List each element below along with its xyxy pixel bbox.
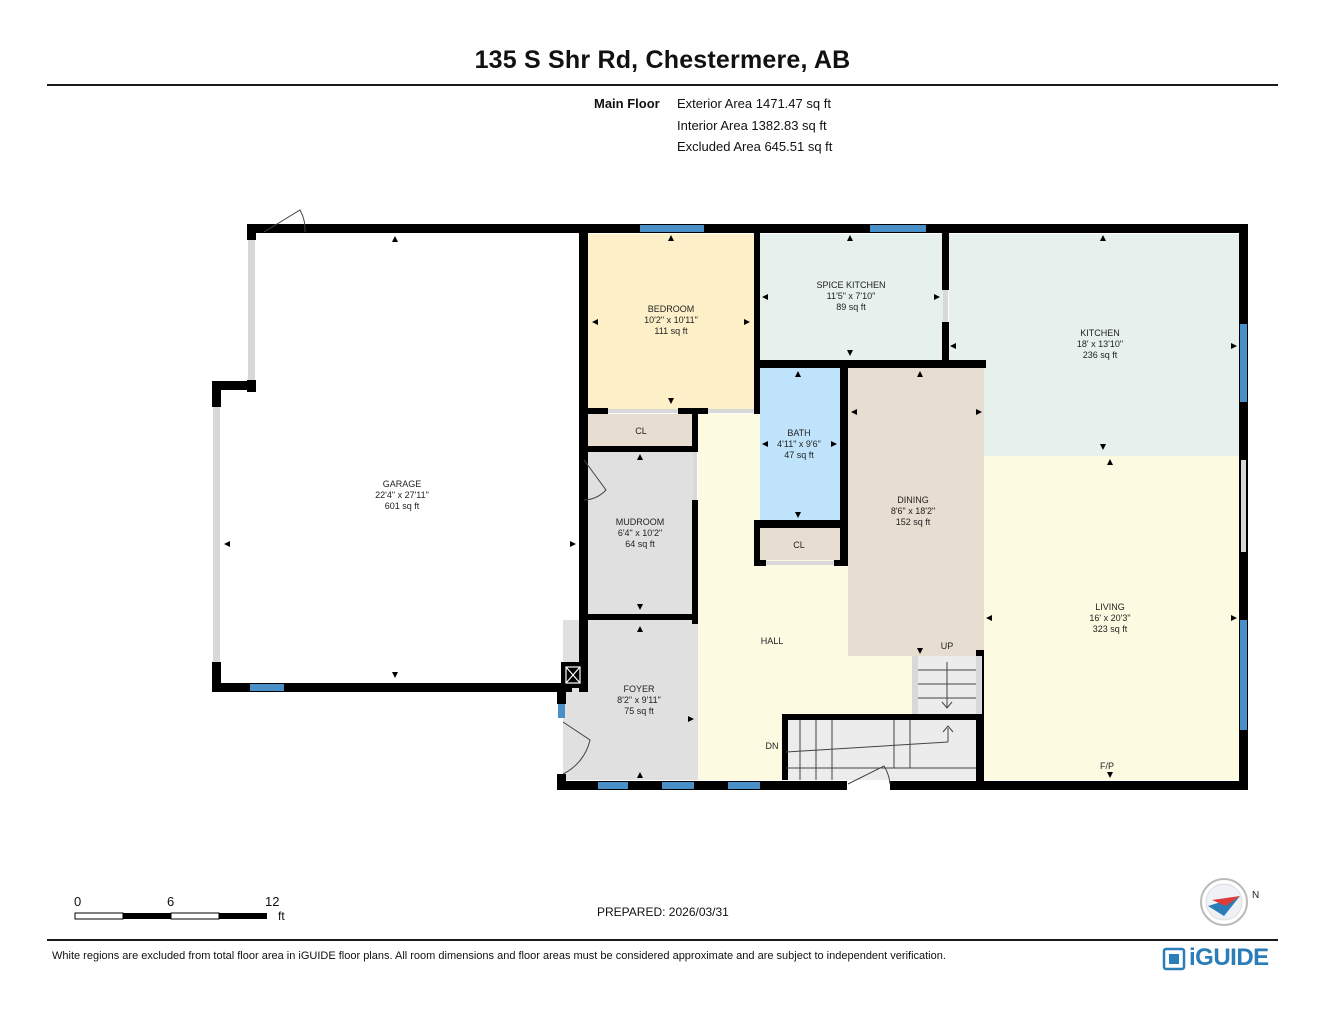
scale-bar (74, 912, 267, 920)
header-divider (47, 84, 1278, 86)
iguide-logo-icon (1162, 947, 1186, 971)
mudroom-area: 64 sq ft (625, 539, 655, 549)
footer-divider (47, 939, 1278, 941)
window (598, 782, 628, 789)
kitchen-area: 236 sq ft (1083, 350, 1118, 360)
dining-name: DINING (897, 495, 929, 505)
spice-kitchen-name: SPICE KITCHEN (816, 280, 885, 290)
window (250, 684, 284, 691)
pillar (565, 666, 581, 684)
windows (250, 225, 1247, 789)
area-values: Exterior Area 1471.47 sq ft Interior Are… (677, 93, 832, 158)
living-area: 323 sq ft (1093, 624, 1128, 634)
dining-area: 152 sq ft (896, 517, 931, 527)
kitchen-fill (949, 234, 1241, 456)
exterior-area: Exterior Area 1471.47 sq ft (677, 96, 831, 111)
light-walls (213, 240, 1246, 714)
spice-kitchen-fill (758, 234, 945, 360)
stair-up-label: UP (941, 641, 954, 651)
window (558, 704, 565, 718)
window (728, 782, 760, 789)
page-title: 135 S Shr Rd, Chestermere, AB (474, 46, 851, 74)
door-swing-foyer (562, 721, 591, 775)
bedroom-name: BEDROOM (648, 304, 695, 314)
room-labels: GARAGE 22'4" x 27'11" 601 sq ft BEDROOM … (375, 280, 1130, 771)
living-dims: 16' x 20'3" (1089, 613, 1130, 623)
closet-bedroom-fill (588, 414, 694, 446)
bath-area: 47 sq ft (784, 450, 814, 460)
mudroom-dims: 6'4" x 10'2" (618, 528, 662, 538)
interior-area: Interior Area 1382.83 sq ft (677, 117, 827, 133)
foyer-area: 75 sq ft (624, 706, 654, 716)
garage-name: GARAGE (383, 479, 422, 489)
scale-unit: ft (278, 909, 285, 923)
mudroom-fill (588, 452, 694, 614)
window (640, 225, 704, 232)
mudroom-name: MUDROOM (616, 517, 665, 527)
spice-kitchen-dims: 11'5" x 7'10" (827, 291, 876, 301)
room-fills (218, 234, 1241, 780)
bath-fill (760, 368, 840, 520)
door-swing-main (847, 765, 891, 785)
compass-icon (1200, 878, 1248, 926)
garage-fill (218, 234, 580, 686)
foyer-name: FOYER (623, 684, 655, 694)
bedroom-area: 111 sq ft (654, 326, 688, 336)
fireplace-label: F/P (1100, 761, 1114, 771)
dining-fill (848, 368, 984, 656)
doors (263, 209, 891, 785)
living-name: LIVING (1095, 602, 1125, 612)
hall-name: HALL (761, 636, 784, 646)
compass-north-label: N (1252, 890, 1259, 901)
closet-bath-fill (760, 528, 840, 560)
window (870, 225, 926, 232)
garage-area: 601 sq ft (385, 501, 420, 511)
kitchen-dims: 18' x 13'10" (1077, 339, 1123, 349)
dimension-arrows (224, 235, 1237, 778)
level-label: Main Floor (594, 96, 660, 111)
iguide-logo-text: iGUIDE (1189, 944, 1269, 971)
spice-kitchen-area: 89 sq ft (836, 302, 866, 312)
kitchen-name: KITCHEN (1080, 328, 1120, 338)
closet-bedroom-name: CL (635, 426, 647, 436)
scale-tick-6: 6 (167, 894, 175, 909)
stair-down-label: DN (766, 741, 779, 751)
disclaimer-text: White regions are excluded from total fl… (52, 950, 946, 962)
prepared-date: PREPARED: 2026/03/31 (597, 905, 729, 919)
window (1240, 324, 1247, 402)
bedroom-fill (588, 234, 754, 410)
window (1240, 620, 1247, 730)
scale-tick-12: 12 (265, 894, 280, 909)
scale-tick-0: 0 (74, 894, 82, 909)
window (662, 782, 694, 789)
bedroom-dims: 10'2" x 10'11" (644, 315, 698, 325)
closet-bath-name: CL (793, 540, 805, 550)
door-swing-garage (263, 209, 306, 233)
stair-up-fill (914, 656, 982, 714)
door-swing-mudroom (583, 459, 607, 501)
garage-dims: 22'4" x 27'11" (375, 490, 429, 500)
foyer-dims: 8'2" x 9'11" (617, 695, 661, 705)
bath-name: BATH (787, 428, 810, 438)
living-fill (984, 456, 1241, 780)
dining-dims: 8'6" x 18'2" (891, 506, 935, 516)
excluded-area: Excluded Area 645.51 sq ft (677, 139, 833, 154)
walls (212, 224, 1248, 790)
stairs (785, 662, 976, 780)
bath-dims: 4'11" x 9'6" (777, 439, 821, 449)
